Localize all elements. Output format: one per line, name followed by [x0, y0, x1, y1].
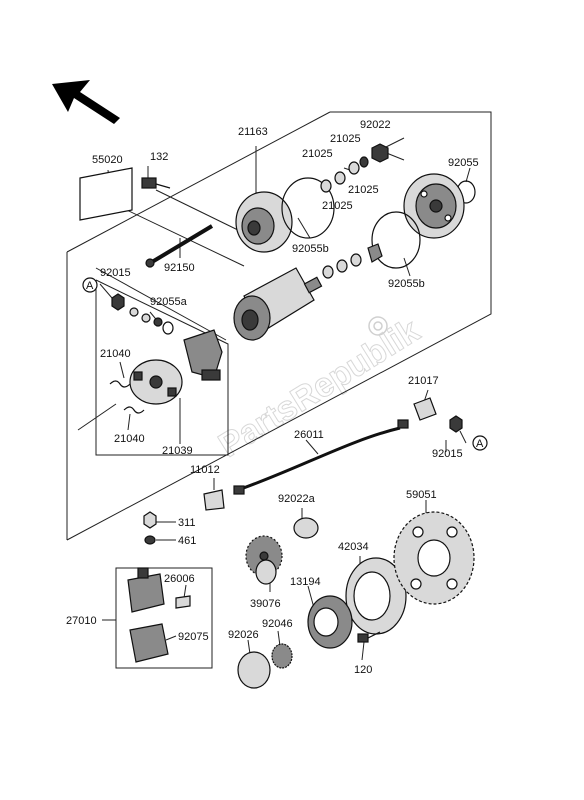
label-92055b-2: 92055b: [388, 278, 425, 290]
nut-92022: [371, 143, 389, 163]
washer-92022a: [293, 517, 319, 539]
needle-bearing: [271, 643, 293, 669]
label-21017: 21017: [408, 375, 439, 387]
label-39076: 39076: [250, 598, 281, 610]
label-21040-1: 21040: [100, 348, 131, 360]
label-42034: 42034: [338, 541, 369, 553]
label-120: 120: [354, 664, 372, 676]
label-92075: 92075: [178, 631, 209, 643]
label-55020: 55020: [92, 154, 123, 166]
brush-terminal: [183, 329, 223, 381]
watermark-gear-icon: [368, 316, 388, 336]
label-92055: 92055: [448, 157, 479, 169]
label-plate: [79, 167, 133, 221]
callout-a-right: A: [472, 435, 488, 451]
terminal-cap: [413, 397, 437, 421]
starter-motor-body: [233, 267, 323, 341]
label-92015-2: 92015: [432, 448, 463, 460]
label-92015-1: 92015: [100, 267, 131, 279]
starter-clutch-gear: [393, 511, 475, 605]
label-311: 311: [178, 517, 196, 529]
through-bolt: [145, 224, 214, 268]
starter-cable: [233, 419, 409, 495]
label-11012: 11012: [190, 464, 220, 476]
washer-461: [144, 535, 156, 545]
label-59051: 59051: [406, 489, 437, 501]
nut-92015-upper: [111, 293, 125, 311]
label-21039: 21039: [162, 445, 193, 457]
label-461: 461: [178, 535, 196, 547]
label-27010: 27010: [66, 615, 97, 627]
brush-spring-upper: [109, 380, 131, 388]
label-92026: 92026: [228, 629, 259, 641]
part-labels: 21163 92022 21025 21025 21025 21025 9205…: [66, 119, 479, 676]
o-ring-rear: [371, 211, 421, 269]
label-92055a: 92055a: [150, 296, 188, 308]
front-cover: [235, 191, 293, 253]
bolt-120: [357, 631, 381, 643]
front-direction-arrow-icon: [52, 80, 120, 124]
label-13194: 13194: [290, 576, 321, 588]
nut-311: [143, 511, 157, 529]
brush-holder-plate: [129, 359, 183, 405]
one-way-clutch: [307, 595, 353, 649]
brush-spring-lower: [123, 406, 145, 414]
washer-stack-lower: [322, 243, 383, 279]
label-132: 132: [150, 151, 168, 163]
o-ring-92055a: [162, 321, 174, 335]
idle-gear: [245, 535, 283, 585]
nut-92015-right: [449, 415, 463, 433]
assembly-frame: [66, 111, 492, 541]
label-21025-a: 21025: [330, 133, 361, 145]
rear-cover: [403, 173, 465, 239]
callout-letter: A: [476, 438, 484, 450]
washer-stack-upper: [320, 156, 369, 193]
label-21040-2: 21040: [114, 433, 145, 445]
label-26006: 26006: [164, 573, 195, 585]
label-92022: 92022: [360, 119, 391, 131]
label-26011: 26011: [294, 429, 324, 441]
label-92150: 92150: [164, 262, 195, 274]
starter-relay: [127, 567, 191, 613]
relay-cover: [129, 623, 169, 663]
label-92022a: 92022a: [278, 493, 316, 505]
label-21025-b: 21025: [302, 148, 333, 160]
o-ring-front: [281, 177, 335, 239]
rubber-boot: [203, 489, 225, 511]
relay-frame: [115, 567, 213, 669]
label-21025-d: 21025: [322, 200, 353, 212]
callout-a-left: A: [82, 277, 98, 293]
brush-holder-frame: [95, 267, 229, 456]
clutch-housing: [345, 557, 407, 635]
label-92055b-1: 92055b: [292, 243, 329, 255]
washers-small: [129, 307, 163, 327]
callout-letter: A: [86, 280, 94, 292]
label-21025-c: 21025: [348, 184, 379, 196]
label-21163: 21163: [238, 126, 268, 138]
washer-92026: [237, 651, 271, 689]
label-92046: 92046: [262, 618, 293, 630]
screw-132: [141, 177, 171, 189]
